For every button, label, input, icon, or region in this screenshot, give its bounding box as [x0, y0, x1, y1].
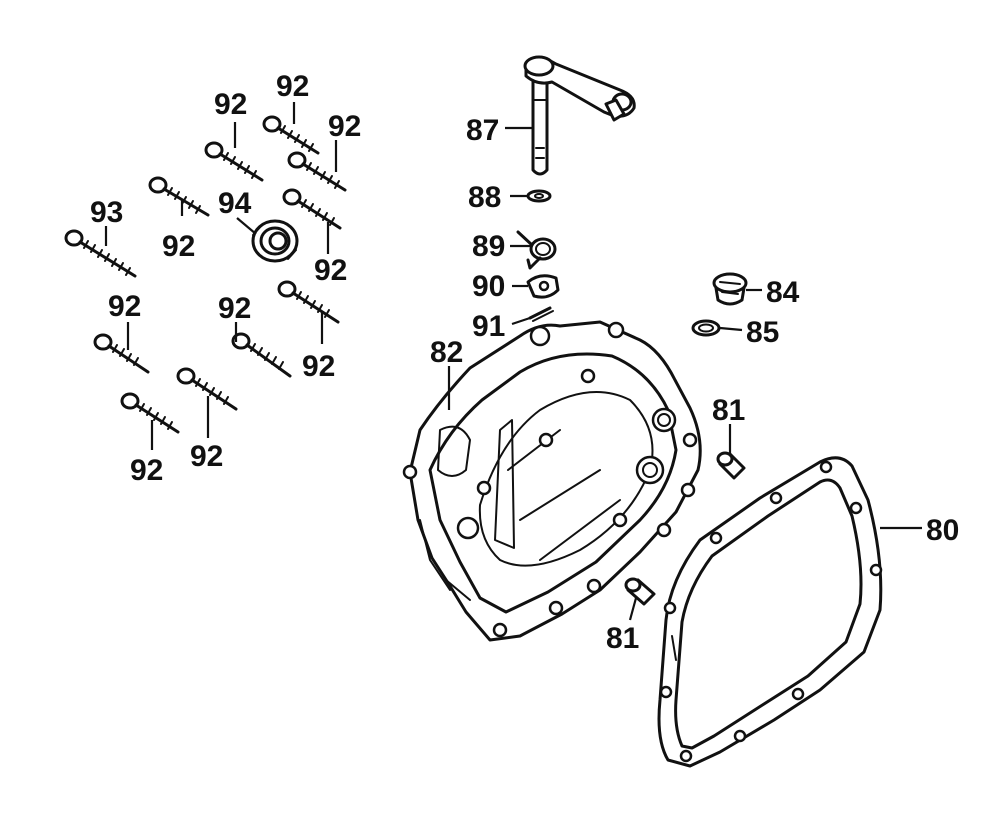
pin-91 [528, 306, 554, 322]
callout-87: 87 [466, 114, 499, 147]
bolt-92-top-left [204, 141, 264, 182]
gasket-80 [657, 456, 883, 768]
bolt-92-right-long [277, 280, 340, 324]
callout-93: 93 [90, 196, 123, 229]
callout-84: 84 [766, 276, 800, 309]
dowel-pin-81-upper [716, 451, 746, 480]
callout-92-top-left: 92 [214, 88, 247, 121]
crankcase-cover-82 [402, 320, 702, 642]
callout-92-top-center: 92 [276, 70, 309, 103]
bolt-92-top-center [262, 115, 320, 155]
callout-81-lower: 81 [606, 622, 639, 655]
shift-shaft-87 [523, 55, 636, 176]
oil-seal-94 [251, 219, 299, 263]
callout-81-upper: 81 [712, 394, 745, 427]
callout-91: 91 [472, 310, 505, 343]
callout-94: 94 [218, 187, 252, 220]
callout-89: 89 [472, 230, 505, 263]
bolt-group [64, 115, 347, 434]
callout-82: 82 [430, 336, 463, 369]
callout-92-bottom-left: 92 [130, 454, 163, 487]
bolt-93 [64, 229, 137, 278]
callout-88: 88 [468, 181, 501, 214]
callout-92-lower-center: 92 [218, 292, 251, 325]
callout-85: 85 [746, 316, 779, 349]
callout-92-mid-left: 92 [162, 230, 195, 263]
dowel-pin-81-lower [624, 577, 656, 606]
callout-80: 80 [926, 514, 959, 547]
leader-lines [104, 102, 922, 621]
callout-92-right-long: 92 [302, 350, 335, 383]
bolt-92-lower-center [231, 332, 292, 378]
bolt-92-mid-right [282, 188, 342, 230]
callout-92-bottom-center: 92 [190, 440, 223, 473]
bolt-92-lower-left [93, 333, 150, 374]
callout-92-lower-left: 92 [108, 290, 141, 323]
return-spring-89 [516, 230, 557, 270]
callout-90: 90 [472, 270, 505, 303]
bolt-92-mid-left [148, 176, 210, 217]
washer-88 [526, 189, 552, 203]
bolt-92-bottom-left [120, 392, 180, 434]
callout-92-top-right: 92 [328, 110, 361, 143]
callout-92-mid-right: 92 [314, 254, 347, 287]
filler-cap-84 [712, 272, 748, 306]
o-ring-85 [691, 319, 721, 337]
callout-labels: 92 92 92 93 94 92 92 92 92 92 92 92 87 8… [90, 70, 959, 655]
bolt-92-bottom-center [176, 367, 238, 411]
bolt-92-top-right [287, 151, 347, 192]
stopper-90 [526, 274, 560, 299]
